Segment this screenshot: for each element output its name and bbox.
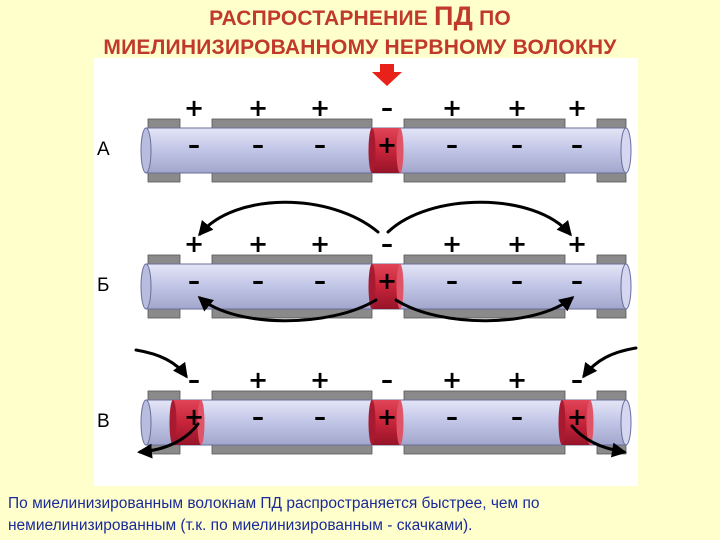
page-title: РАСПРОСТАРНЕНИЕ ПД ПО МИЕЛИНИЗИРОВАННОМУ… — [0, 2, 720, 62]
inner-charge-sign: – — [252, 131, 264, 159]
inner-charge-sign: + — [377, 131, 397, 159]
myelin-sheath-top — [147, 390, 181, 401]
outer-charge-sign: + — [567, 94, 587, 122]
outer-charge-sign: + — [310, 366, 330, 394]
inner-charge-sign: – — [314, 267, 326, 295]
outer-charge-sign: + — [310, 94, 330, 122]
outer-charge-sign: + — [184, 230, 204, 258]
inner-charge-sign: – — [571, 267, 583, 295]
outer-charge-sign: + — [442, 94, 462, 122]
myelin-sheath-top — [596, 390, 627, 401]
node-edge — [197, 400, 205, 445]
myelin-sheath-top — [147, 118, 181, 129]
outer-charge-sign: – — [381, 94, 393, 122]
inner-charge-sign: – — [188, 267, 200, 295]
active-node-of-ranvier — [173, 400, 201, 445]
node-edge — [368, 400, 376, 445]
outer-charge-sign: + — [567, 230, 587, 258]
axon-left-end — [140, 263, 152, 310]
inner-charge-sign: – — [511, 403, 523, 431]
node-edge — [558, 400, 566, 445]
myelin-sheath-top — [147, 254, 181, 265]
outer-charge-sign: – — [381, 366, 393, 394]
myelin-sheath-bottom — [211, 444, 373, 455]
outer-charge-sign: + — [507, 94, 527, 122]
node-edge — [396, 128, 404, 173]
myelin-sheath-bottom — [147, 308, 181, 319]
node-edge — [368, 264, 376, 309]
axon-left-end — [140, 399, 152, 446]
node-edge — [368, 128, 376, 173]
axon-right-end — [620, 127, 632, 174]
fiber-row-v: –++–++–+––+––+ — [140, 366, 632, 455]
title-line-1: РАСПРОСТАРНЕНИЕ ПД ПО — [209, 1, 511, 31]
inner-charge-sign: – — [252, 267, 264, 295]
myelin-sheath-top — [403, 118, 566, 129]
node-edge — [396, 264, 404, 309]
row-label-v: В — [97, 411, 110, 432]
myelin-sheath-bottom — [596, 172, 627, 183]
myelin-sheath-bottom — [596, 308, 627, 319]
outer-charge-sign: + — [184, 94, 204, 122]
row-label-b: Б — [97, 275, 109, 296]
row-label-a: А — [97, 139, 110, 160]
inner-charge-sign: + — [377, 267, 397, 295]
inner-charge-sign: – — [511, 131, 523, 159]
myelin-sheath-top — [211, 118, 373, 129]
axon-left-end — [140, 127, 152, 174]
myelin-sheath-top — [211, 254, 373, 265]
myelin-sheath-top — [403, 254, 566, 265]
outer-charge-sign: + — [248, 94, 268, 122]
caption-line-2: немиелинизированным (т.к. по миелинизиро… — [8, 517, 473, 534]
outer-charge-sign: + — [248, 366, 268, 394]
outer-charge-sign: + — [310, 230, 330, 258]
outer-charge-sign: + — [507, 366, 527, 394]
myelin-sheath-top — [211, 390, 373, 401]
stimulus-arrow-icon — [372, 64, 402, 86]
myelin-sheath-bottom — [211, 172, 373, 183]
fiber-row-a: + + + – + + + – – – + – – – — [140, 94, 632, 183]
inner-charge-sign: – — [314, 403, 326, 431]
node-edge — [396, 400, 404, 445]
inner-charge-sign: – — [252, 403, 264, 431]
myelin-sheath-top — [596, 118, 627, 129]
node-edge — [586, 400, 594, 445]
myelin-sheath-bottom — [403, 444, 566, 455]
outer-charge-sign: + — [248, 230, 268, 258]
active-node-of-ranvier — [372, 128, 400, 173]
active-node-of-ranvier — [372, 400, 400, 445]
inner-charge-sign: – — [511, 267, 523, 295]
active-node-of-ranvier — [372, 264, 400, 309]
outer-charge-sign: – — [381, 230, 393, 258]
inner-charge-sign: – — [188, 131, 200, 159]
inner-charge-sign: – — [571, 131, 583, 159]
outer-charge-sign: – — [571, 366, 583, 394]
caption: По миелинизированным волокнам ПД распрос… — [8, 493, 714, 537]
fiber-row-b: + + + – + + + – – – + – – – — [140, 230, 632, 319]
myelin-sheath-bottom — [403, 172, 566, 183]
inner-charge-sign: – — [446, 403, 458, 431]
myelin-sheath-top — [403, 390, 566, 401]
saltatory-arrows-v — [134, 346, 638, 459]
myelin-sheath-bottom — [147, 172, 181, 183]
axon-right-end — [620, 399, 632, 446]
title-line-2: МИЕЛИНИЗИРОВАННОМУ НЕРВНОМУ ВОЛОКНУ — [103, 36, 617, 59]
inner-charge-sign: – — [446, 131, 458, 159]
outer-charge-sign: – — [188, 366, 200, 394]
outer-charge-sign: + — [442, 366, 462, 394]
inner-charge-sign: + — [377, 403, 397, 431]
outer-charge-sign: + — [442, 230, 462, 258]
node-edge — [169, 400, 177, 445]
caption-line-1: По миелинизированным волокнам ПД распрос… — [8, 495, 540, 512]
inner-charge-sign: – — [446, 267, 458, 295]
local-current-arrows-b — [197, 200, 575, 323]
myelin-sheath-top — [596, 254, 627, 265]
inner-charge-sign: – — [314, 131, 326, 159]
outer-charge-sign: + — [507, 230, 527, 258]
inner-charge-sign: + — [567, 403, 587, 431]
axon-right-end — [620, 263, 632, 310]
